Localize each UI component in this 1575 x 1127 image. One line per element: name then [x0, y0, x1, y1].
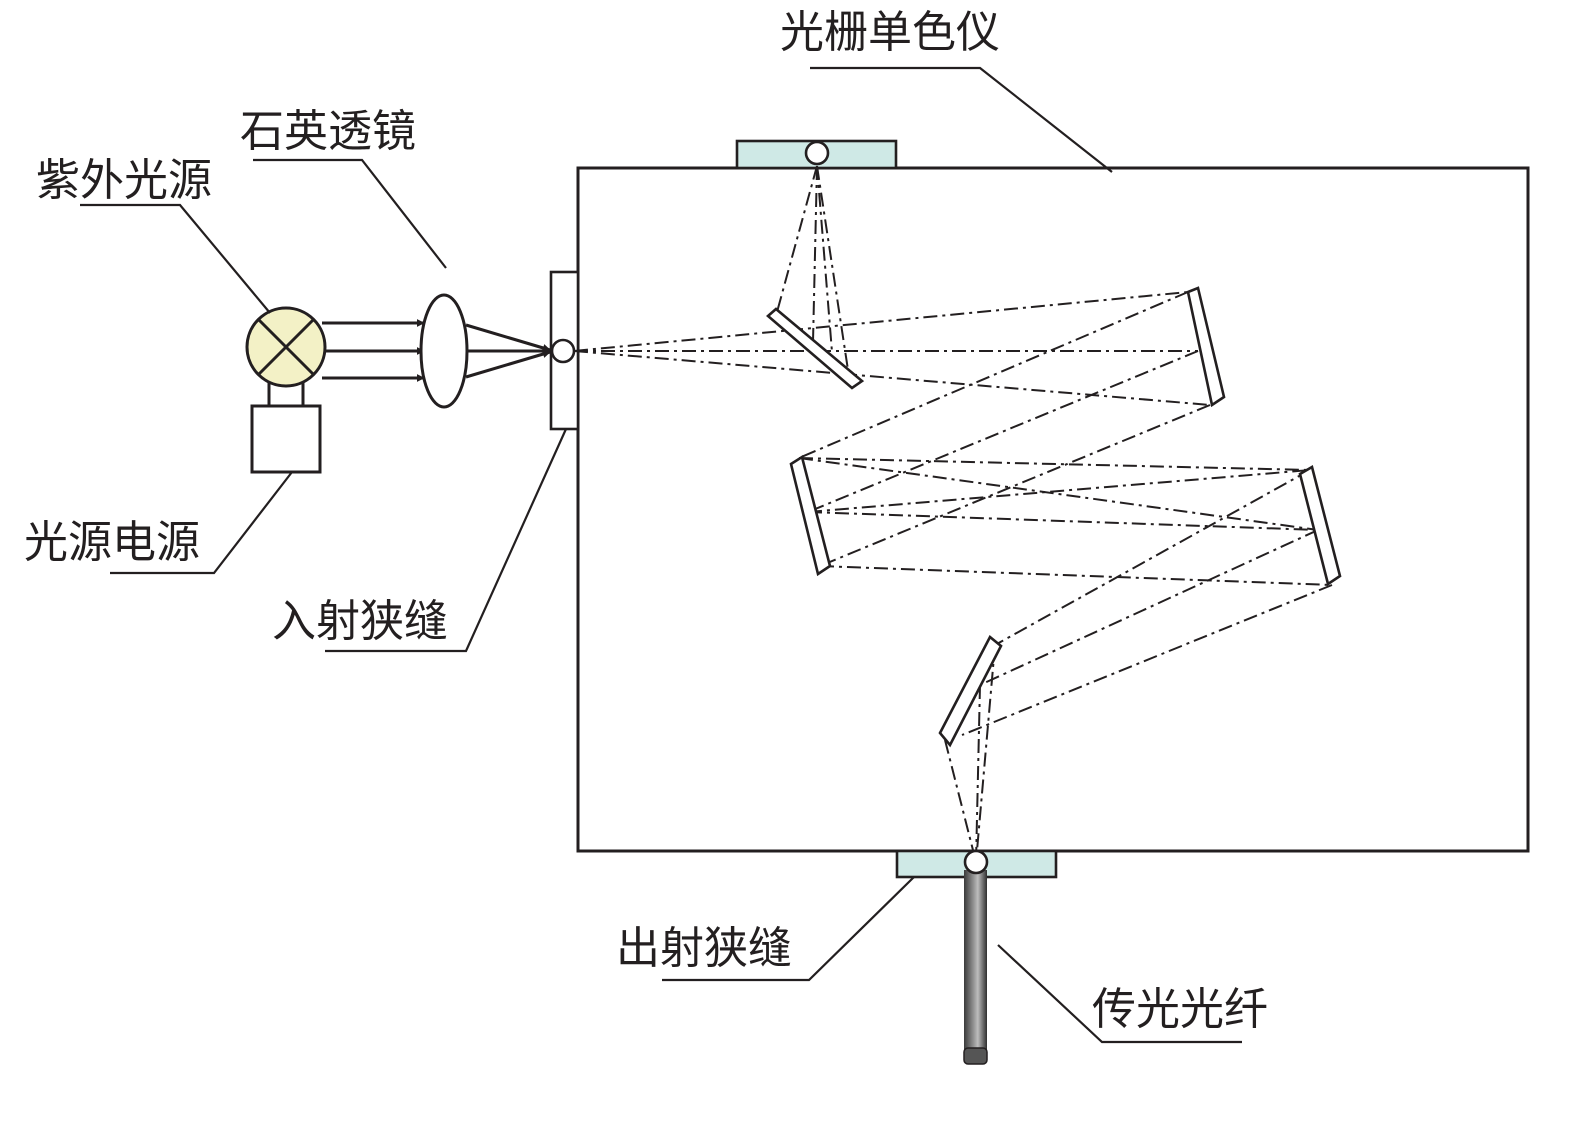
entrance-slit-aperture [550, 338, 576, 364]
uv-lamp [245, 306, 327, 388]
label-fiber: 传光光纤 [1092, 984, 1268, 1035]
monochromator-housing [576, 166, 1530, 853]
mirror-4 [938, 634, 1003, 748]
leader-uv-source [80, 203, 271, 314]
label-monochromator: 光栅单色仪 [780, 7, 1000, 58]
label-quartz-lens: 石英透镜 [240, 106, 416, 157]
transmission-fiber [964, 870, 987, 1058]
leader-monochromator [810, 66, 1113, 173]
label-entrance-slit: 入射狭缝 [272, 596, 448, 647]
exit-slit-aperture [963, 849, 989, 875]
power-supply-box [250, 404, 322, 474]
leader-quartz-lens [253, 158, 447, 269]
mirror-2 [789, 454, 832, 577]
leader-fiber [997, 944, 1242, 1044]
quartz-lens [419, 293, 469, 409]
label-power-supply: 光源电源 [24, 517, 200, 568]
leader-exit-slit [662, 876, 915, 982]
leader-entrance-slit [325, 428, 568, 653]
focus-top [465, 323, 551, 352]
top-slit-aperture [804, 140, 830, 166]
mirror-3 [1298, 465, 1342, 587]
optical-ray-paths [573, 165, 1333, 863]
grating [766, 307, 865, 390]
focus-bottom [465, 350, 551, 379]
label-exit-slit: 出射狭缝 [616, 923, 792, 974]
leader-power-supply [110, 471, 293, 575]
mirror-1 [1186, 286, 1226, 408]
fiber-tip [963, 1047, 988, 1065]
label-uv-source: 紫外光源 [36, 155, 212, 206]
